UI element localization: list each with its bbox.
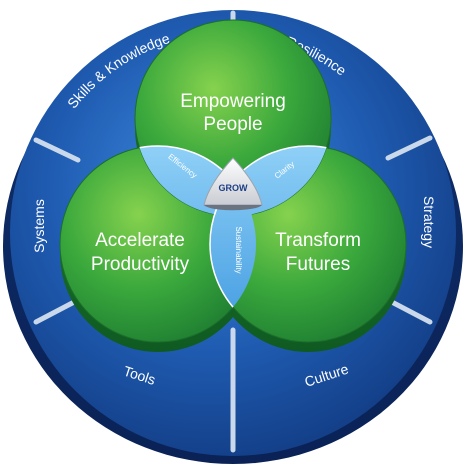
grow-center-base: [204, 205, 262, 211]
lens-sustainability: [209, 146, 256, 342]
circle-label-empowering: Empowering: [180, 91, 286, 112]
lens-label-sustainability: Sustainability: [234, 226, 243, 273]
circle-label-people: People: [203, 114, 262, 135]
circle-label-accelerate: Accelerate: [95, 230, 185, 251]
circle-label-productivity: Productivity: [91, 254, 190, 275]
grow-label: GROW: [219, 183, 249, 193]
circle-label-transform: Transform: [275, 230, 361, 251]
segment-label-systems: Systems: [31, 199, 47, 253]
segment-label-strategy: Strategy: [421, 196, 437, 248]
circle-label-futures: Futures: [286, 254, 350, 275]
